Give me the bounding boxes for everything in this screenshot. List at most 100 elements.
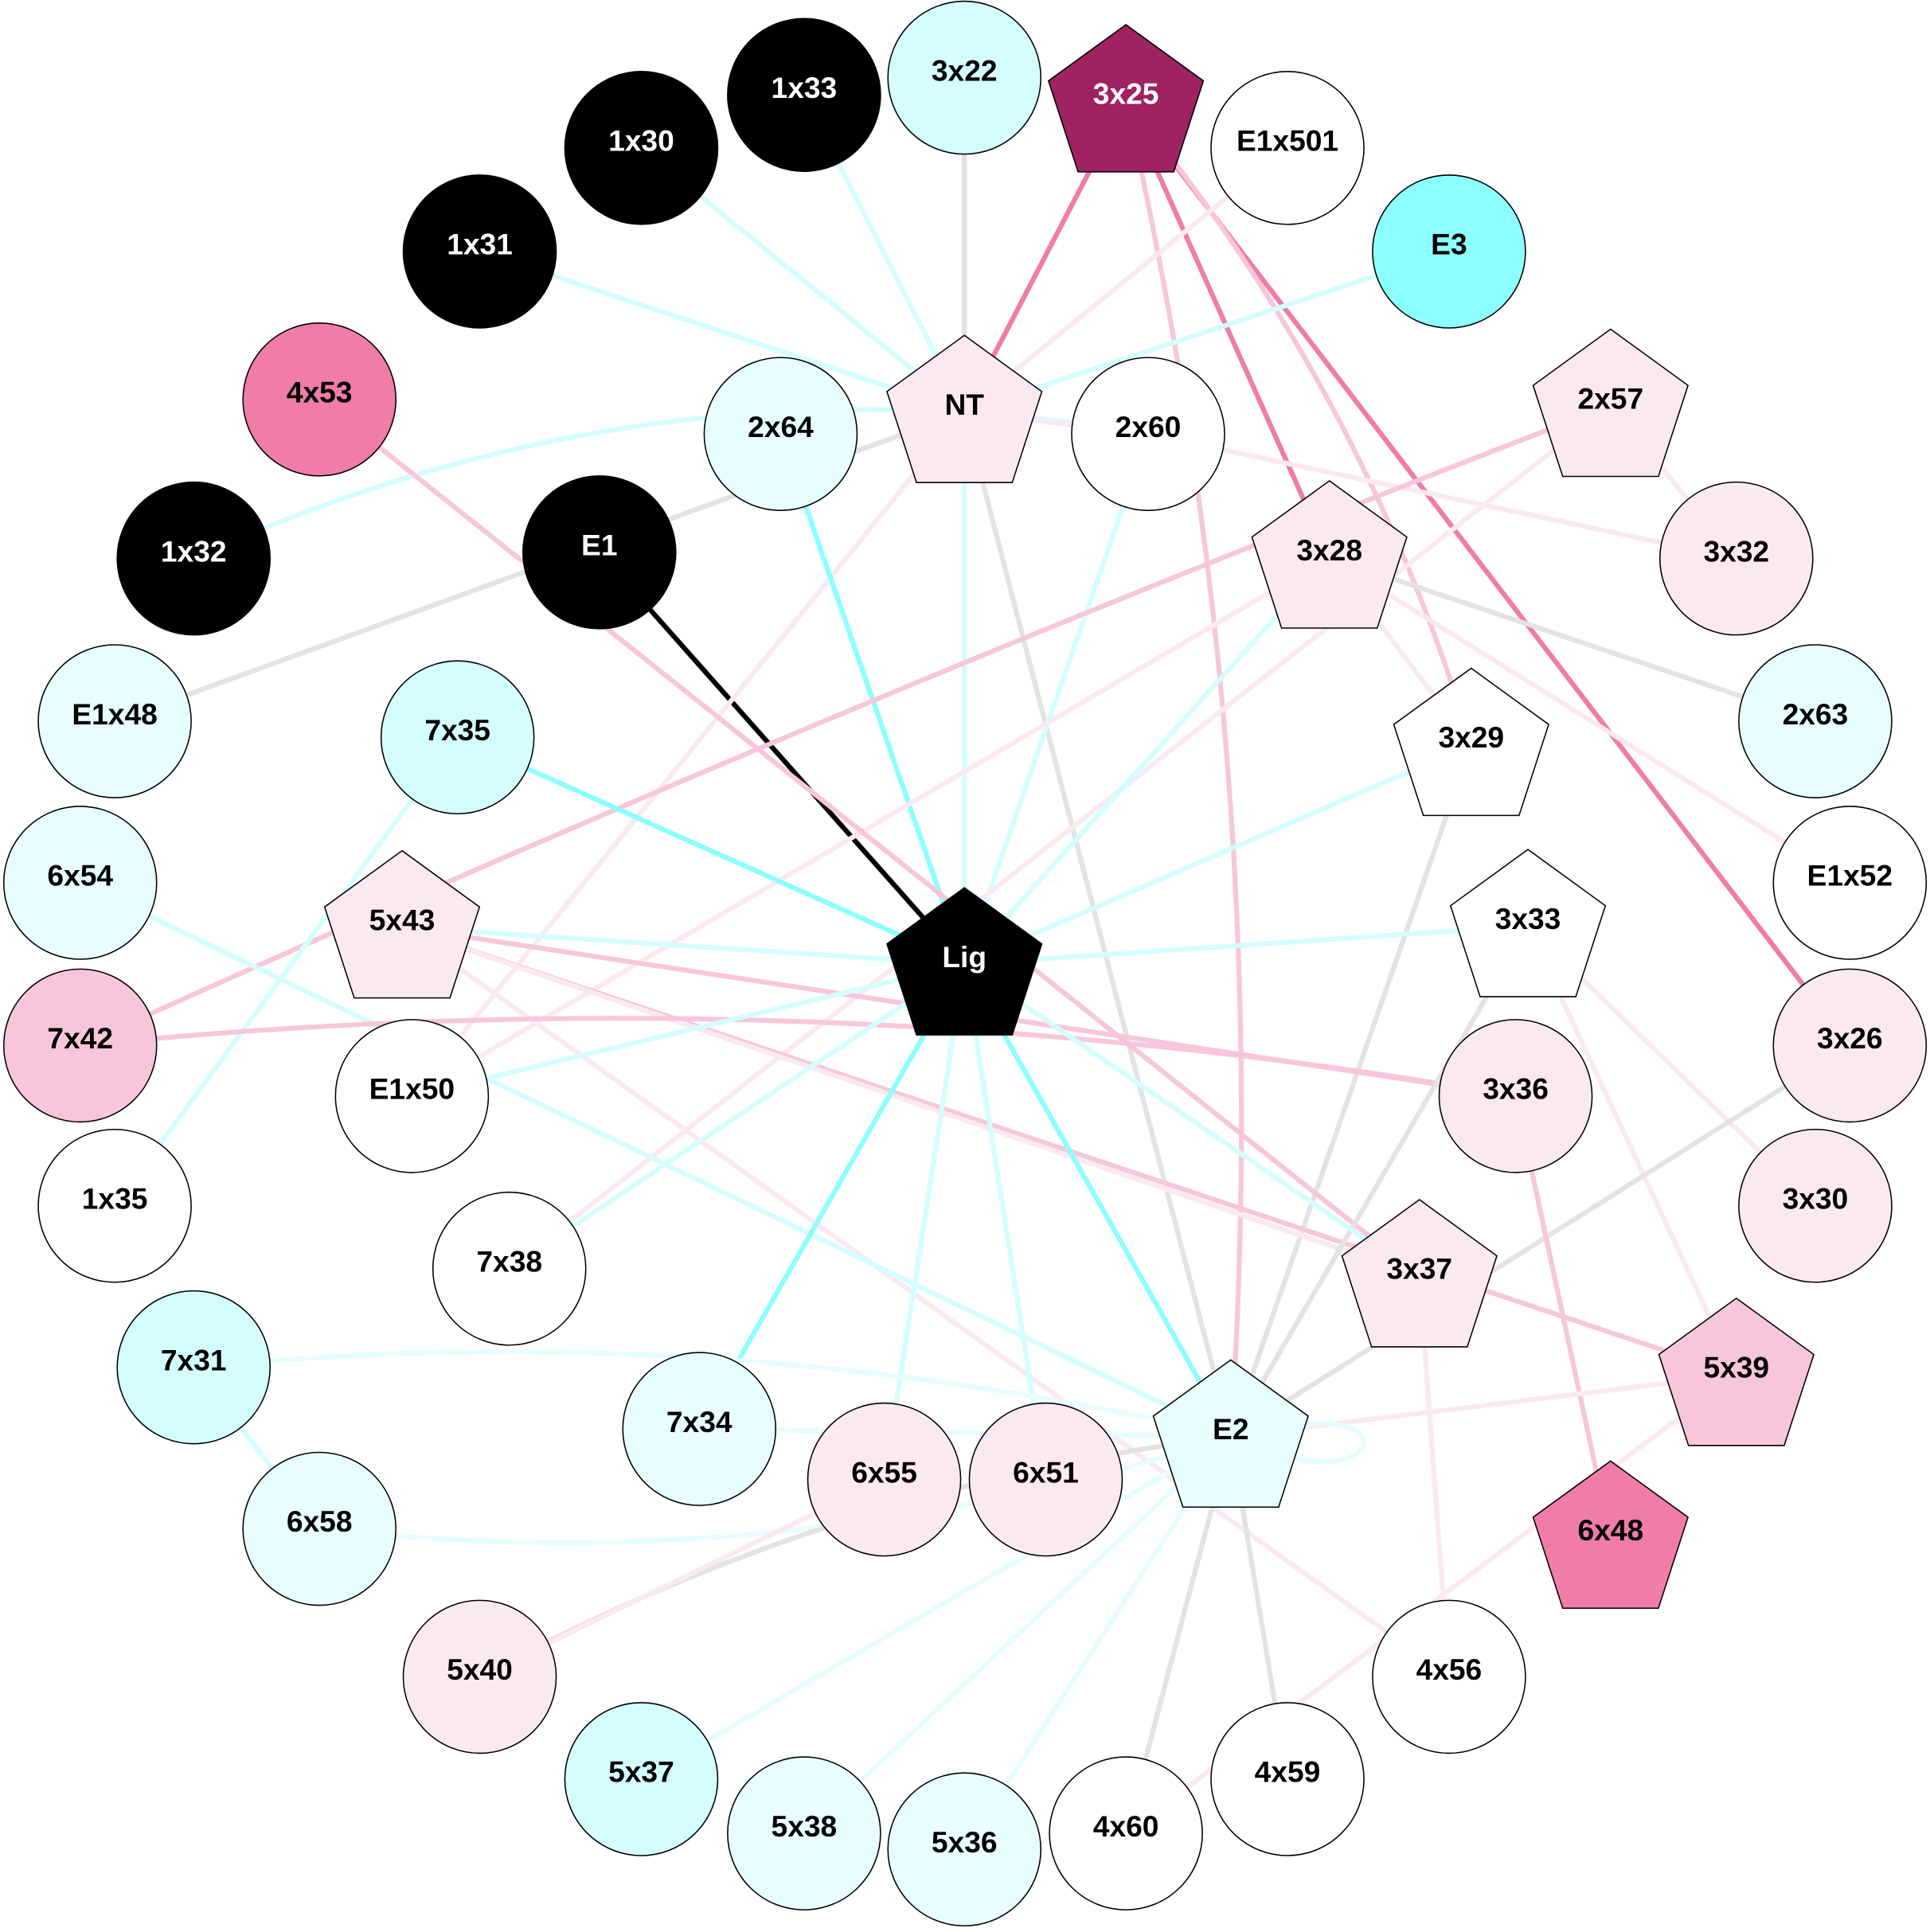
node-E1x501[interactable]: E1x501 [1210,71,1365,225]
node-E2[interactable]: E2 [1152,1359,1309,1509]
node-4x56[interactable]: 4x56 [1372,1599,1526,1754]
node-5x43[interactable]: 5x43 [323,849,481,999]
node-label: 7x31 [161,1343,227,1376]
pentagon-node-shape [1251,480,1408,629]
edge-2x60-3x32 [1147,431,1737,561]
node-3x25[interactable]: 3x25 [1047,24,1205,173]
node-4x60[interactable]: 4x60 [1049,1756,1203,1911]
node-label: 1x35 [82,1181,148,1215]
node-6x54[interactable]: 6x54 [2,806,158,960]
node-label: 1x31 [447,228,513,261]
node-label: E2 [1213,1412,1248,1446]
node-3x30[interactable]: 3x30 [1738,1128,1893,1283]
node-7x34[interactable]: 7x34 [622,1352,777,1506]
node-E1x48[interactable]: E1x48 [37,644,192,798]
edge-7x38-Lig [507,962,966,1271]
node-E3[interactable]: E3 [1372,174,1526,329]
circle-node-shape [1772,968,1928,1123]
node-4x53[interactable]: 4x53 [242,322,397,477]
node-1x30[interactable]: 1x30 [564,71,719,225]
circle-node-shape [116,1290,272,1445]
node-5x40[interactable]: 5x40 [402,1599,557,1754]
circle-node-shape [522,475,677,630]
node-label: 6x55 [851,1455,917,1489]
edge-E2-E2 [1279,1421,1366,1465]
node-1x33[interactable]: 1x33 [727,18,881,173]
node-1x31[interactable]: 1x31 [402,174,557,329]
pentagon-node-shape [886,334,1043,483]
node-label: 1x30 [608,124,674,158]
node-6x55[interactable]: 6x55 [807,1402,962,1557]
circle-node-shape [727,1756,881,1911]
node-E1x52[interactable]: E1x52 [1772,806,1928,960]
node-3x36[interactable]: 3x36 [1438,1019,1593,1173]
node-4x59[interactable]: 4x59 [1210,1702,1365,1856]
node-label: 3x33 [1495,902,1561,935]
edge-5x39-E2 [1230,1372,1737,1439]
node-2x64[interactable]: 2x64 [703,357,858,511]
node-7x42[interactable]: 7x42 [2,968,158,1123]
node-Lig[interactable]: Lig [886,887,1043,1036]
circle-node-shape [2,968,158,1123]
node-6x58[interactable]: 6x58 [242,1451,397,1606]
node-3x22[interactable]: 3x22 [887,0,1042,155]
pentagon-node-shape [1658,1297,1815,1446]
node-7x35[interactable]: 7x35 [380,660,535,814]
pentagon-node-shape [1341,1199,1498,1348]
circle-node-shape [37,1128,192,1283]
edge-6x55-Lig [881,963,967,1481]
edge-6x54-E2 [79,880,1233,1439]
node-3x29[interactable]: 3x29 [1393,667,1549,817]
edge-5x37-E2 [639,1434,1233,1782]
node-label: 7x38 [476,1244,542,1278]
node-5x37[interactable]: 5x37 [564,1702,719,1856]
circle-node-shape [1738,1128,1893,1283]
node-label: NT [944,388,984,421]
node-1x32[interactable]: 1x32 [116,481,272,636]
node-5x36[interactable]: 5x36 [887,1772,1042,1927]
node-6x51[interactable]: 6x51 [968,1402,1123,1557]
node-label: E3 [1431,228,1467,261]
node-3x28[interactable]: 3x28 [1251,480,1408,629]
edge-6x51-Lig [962,963,1049,1481]
node-label: Lig [942,940,986,974]
edge-4x53-3x37 [318,397,1421,1278]
edge-7x35-1x35 [112,736,460,1208]
pentagon-node-shape [1152,1359,1309,1509]
pentagon-node-shape [1532,328,1689,478]
node-1x35[interactable]: 1x35 [37,1128,192,1283]
node-label: 2x63 [1783,697,1849,731]
node-label: 6x48 [1577,1513,1643,1547]
circle-node-shape [622,1352,777,1506]
node-3x33[interactable]: 3x33 [1449,849,1607,997]
node-7x38[interactable]: 7x38 [432,1191,587,1346]
node-label: 3x37 [1386,1252,1452,1286]
node-E1x50[interactable]: E1x50 [334,1019,490,1173]
node-5x39[interactable]: 5x39 [1658,1297,1815,1446]
node-E1[interactable]: E1 [522,475,677,630]
edge-E1x50-Lig [411,962,965,1099]
edge-NT-E1x50 [409,410,967,1098]
node-5x38[interactable]: 5x38 [727,1756,881,1911]
node-7x31[interactable]: 7x31 [116,1290,272,1445]
circle-node-shape [887,1772,1042,1927]
circle-node-shape [1210,1702,1365,1856]
node-3x37[interactable]: 3x37 [1341,1199,1498,1348]
node-label: E1x52 [1807,859,1893,892]
circle-node-shape [703,357,858,511]
node-2x63[interactable]: 2x63 [1738,644,1893,798]
circle-node-shape [1658,481,1814,636]
node-3x32[interactable]: 3x32 [1658,481,1814,636]
node-2x60[interactable]: 2x60 [1071,357,1225,511]
node-2x57[interactable]: 2x57 [1532,328,1689,478]
node-label: 3x28 [1296,533,1362,567]
node-6x48[interactable]: 6x48 [1532,1460,1689,1610]
node-label: E1 [581,529,617,562]
node-NT[interactable]: NT [886,334,1043,483]
circle-node-shape [1772,806,1928,960]
node-label: 3x30 [1783,1181,1849,1215]
node-3x26[interactable]: 3x26 [1772,968,1928,1123]
node-label: 1x33 [772,71,838,104]
edge-3x25-3x29 [1123,100,1474,746]
